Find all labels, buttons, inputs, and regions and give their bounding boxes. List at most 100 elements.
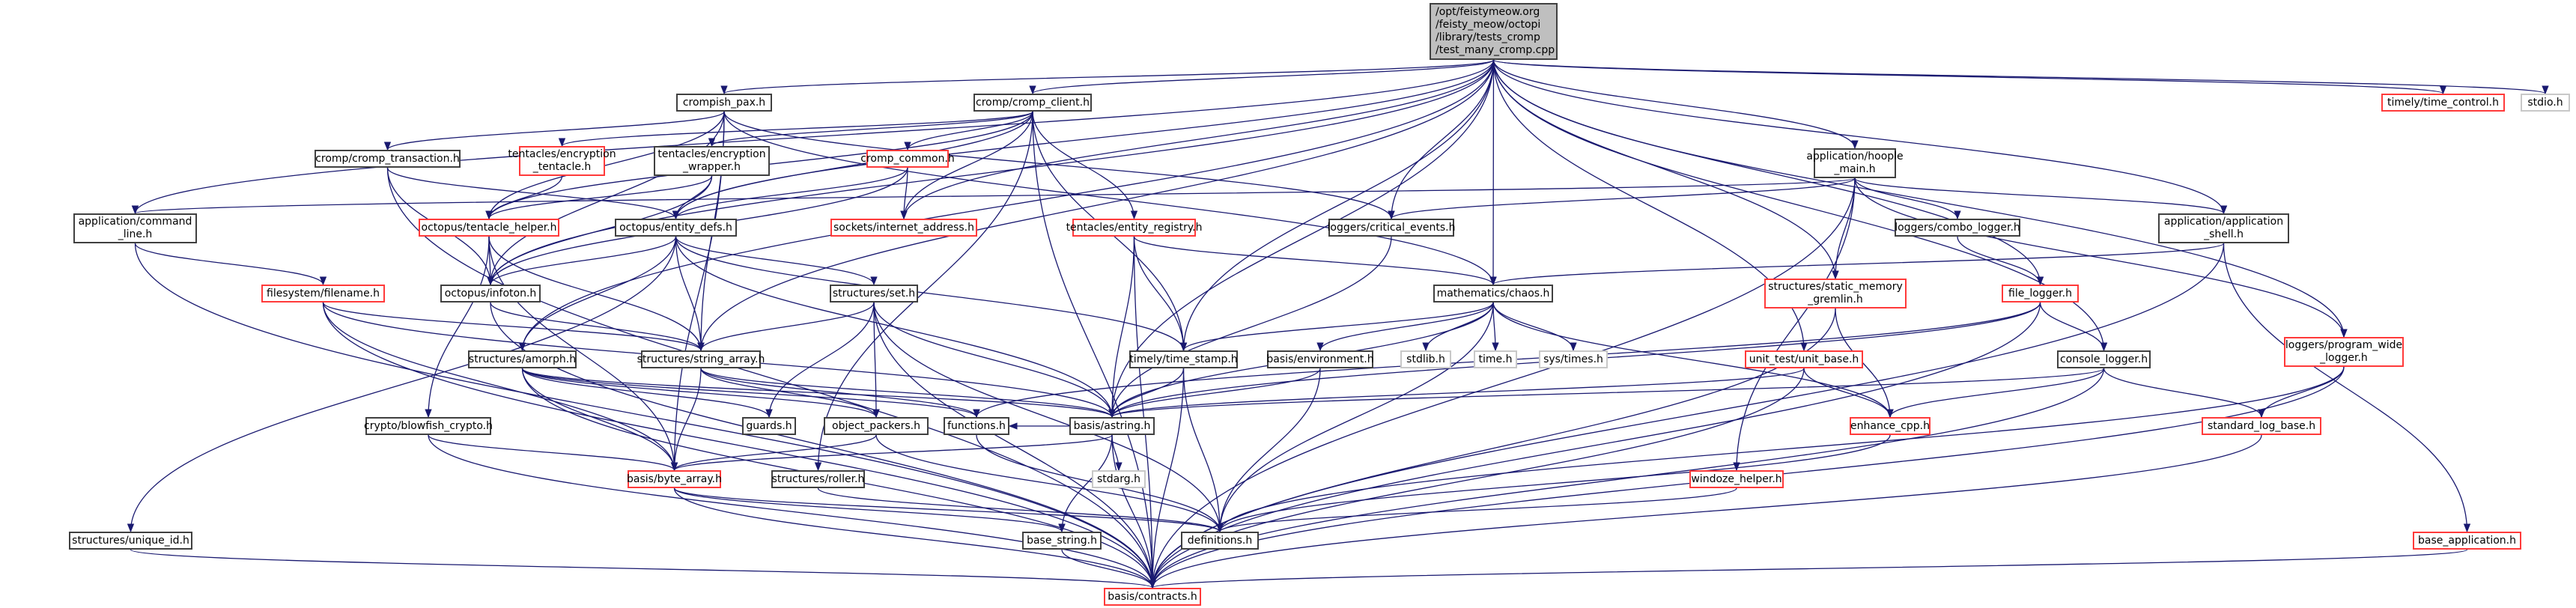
edge-crompish-pax-to-chaos [723,111,1497,286]
node-label: functions.h [947,419,1006,432]
edge-cromp-client-to-cromp-common [904,111,1033,151]
edge-cromp-common-to-internet-address [900,167,908,220]
node-cromp-client[interactable]: cromp/cromp_client.h [973,94,1092,112]
edge-standard-log-base-to-contracts [1149,434,2262,589]
node-windoze-helper[interactable]: windoze_helper.h [1689,470,1784,488]
node-root[interactable]: /opt/feistymeow.org /feisty_meow/octopi … [1430,3,1558,60]
edge-cromp-client-to-contracts [1032,111,1156,589]
edge-hoople-main-to-contracts [1149,177,1856,589]
node-command-line[interactable]: application/command _line.h [73,213,197,243]
node-entity-defs[interactable]: octopus/entity_defs.h [615,219,737,237]
edge-cromp-transaction-to-contracts [386,167,1156,589]
node-label: cromp/cromp_transaction.h [315,152,460,165]
node-program-wide-logger[interactable]: loggers/program_wide _logger.h [2284,337,2404,367]
node-contracts[interactable]: basis/contracts.h [1104,588,1201,606]
edge-base-string-to-contracts [1061,549,1156,589]
edge-root-to-time-control [1492,59,2446,95]
node-combo-logger[interactable]: loggers/combo_logger.h [1895,219,2020,237]
edge-byte-array-to-contracts [673,487,1156,589]
node-label: basis/astring.h [1073,419,1151,432]
node-label: sys/times.h [1543,353,1603,365]
node-label: console_logger.h [2059,353,2148,365]
node-label: enhance_cpp.h [1850,419,1930,432]
node-hoople-main[interactable]: application/hoople _main.h [1806,148,1904,178]
node-critical-events[interactable]: loggers/critical_events.h [1327,219,1456,237]
edge-cromp-client-to-internet-address [900,111,1033,220]
node-functions[interactable]: functions.h [944,417,1009,435]
node-cromp-transaction[interactable]: cromp/cromp_transaction.h [315,150,461,168]
node-tentacle-helper[interactable]: octopus/tentacle_helper.h [419,219,559,237]
edge-hoople-main-to-program-wide-logger [1854,177,2348,338]
node-roller[interactable]: structures/roller.h [771,470,865,488]
edge-byte-array-to-base-string [673,487,1066,533]
node-label: sockets/internet_address.h [833,221,974,234]
edge-string-array-to-astring [700,368,1116,419]
node-base-string[interactable]: base_string.h [1022,532,1102,550]
node-static-memory-gremlin[interactable]: structures/static_memory _gremlin.h [1764,279,1907,308]
edge-hoople-main-to-command-line [132,177,1856,215]
node-label: basis/byte_array.h [627,472,722,485]
node-infoton[interactable]: octopus/infoton.h [440,285,541,303]
node-set[interactable]: structures/set.h [830,285,918,303]
edge-roller-to-definitions [817,487,1224,533]
node-sys-times[interactable]: sys/times.h [1539,350,1608,368]
node-object-packers[interactable]: object_packers.h [824,417,929,435]
edge-entity-registry-to-contracts [1133,236,1156,589]
node-blowfish-crypto[interactable]: crypto/blowfish_crypto.h [364,417,493,435]
node-unit-base[interactable]: unit_test/unit_base.h [1745,350,1863,368]
node-encryption-tentacle[interactable]: tentacles/encryption _tentacle.h [508,146,616,176]
edge-entity-registry-to-time-stamp [1133,236,1188,352]
node-unique-id[interactable]: structures/unique_id.h [69,532,192,550]
node-chaos[interactable]: mathematics/chaos.h [1433,285,1553,303]
node-crompish-pax[interactable]: crompish_pax.h [676,94,772,112]
node-console-logger[interactable]: console_logger.h [2057,350,2151,368]
node-file-logger[interactable]: file_logger.h [2002,285,2079,303]
node-label: mathematics/chaos.h [1436,287,1550,300]
node-string-array[interactable]: structures/string_array.h [637,350,765,368]
edge-string-array-to-object-packers [700,368,880,419]
node-stdlib[interactable]: stdlib.h [1400,350,1451,368]
node-entity-registry[interactable]: tentacles/entity_registry.h [1066,219,1202,237]
node-cromp-common[interactable]: cromp_common.h [860,150,955,168]
edge-amorph-to-object-packers [521,368,880,419]
edge-chaos-to-time-stamp [1179,302,1494,352]
node-time-control[interactable]: timely/time_control.h [2381,94,2505,112]
node-encryption-wrapper[interactable]: tentacles/encryption _wrapper.h [654,146,770,176]
node-stdarg[interactable]: stdarg.h [1092,470,1146,488]
node-enhance-cpp[interactable]: enhance_cpp.h [1850,417,1931,435]
node-definitions[interactable]: definitions.h [1181,532,1259,550]
node-label: stdlib.h [1406,353,1445,365]
edge-set-to-astring [873,302,1116,419]
node-astring[interactable]: basis/astring.h [1069,417,1155,435]
node-time[interactable]: time.h [1474,350,1517,368]
node-filename[interactable]: filesystem/filename.h [261,285,385,303]
node-label: time.h [1478,353,1513,365]
node-amorph[interactable]: structures/amorph.h [468,350,577,368]
node-time-stamp[interactable]: timely/time_stamp.h [1129,350,1238,368]
edge-cromp-client-to-entity-defs [672,111,1033,220]
node-label: basis/contracts.h [1108,590,1197,603]
node-base-application[interactable]: base_application.h [2413,532,2521,550]
node-standard-log-base[interactable]: standard_log_base.h [2202,417,2321,435]
edge-cromp-client-to-entity-registry [1032,111,1138,220]
node-stdio[interactable]: stdio.h [2521,94,2570,112]
node-label: structures/string_array.h [637,353,765,365]
node-guards[interactable]: guards.h [742,417,796,435]
node-label: /opt/feistymeow.org /feisty_meow/octopi … [1436,6,1555,56]
edge-environment-to-definitions [1216,368,1321,533]
edge-unit-base-to-enhance-cpp [1803,368,1894,419]
edge-encryption-wrapper-to-tentacle-helper [485,175,713,220]
edge-filename-to-byte-array [322,302,678,472]
edge-root-to-command-line [132,59,1495,215]
node-internet-address[interactable]: sockets/internet_address.h [830,219,977,237]
edge-root-to-program-wide-logger [1492,59,2348,338]
node-label: timely/time_control.h [2387,96,2500,109]
edge-cromp-client-to-roller [814,111,1033,472]
node-application-shell[interactable]: application/application _shell.h [2158,213,2289,243]
node-byte-array[interactable]: basis/byte_array.h [627,470,722,488]
edge-root-to-stdio [1492,59,2548,95]
node-environment[interactable]: basis/environment.h [1266,350,1374,368]
node-label: loggers/critical_events.h [1327,221,1456,234]
edge-console-logger-to-contracts [1149,368,2105,589]
node-label: structures/amorph.h [468,353,577,365]
